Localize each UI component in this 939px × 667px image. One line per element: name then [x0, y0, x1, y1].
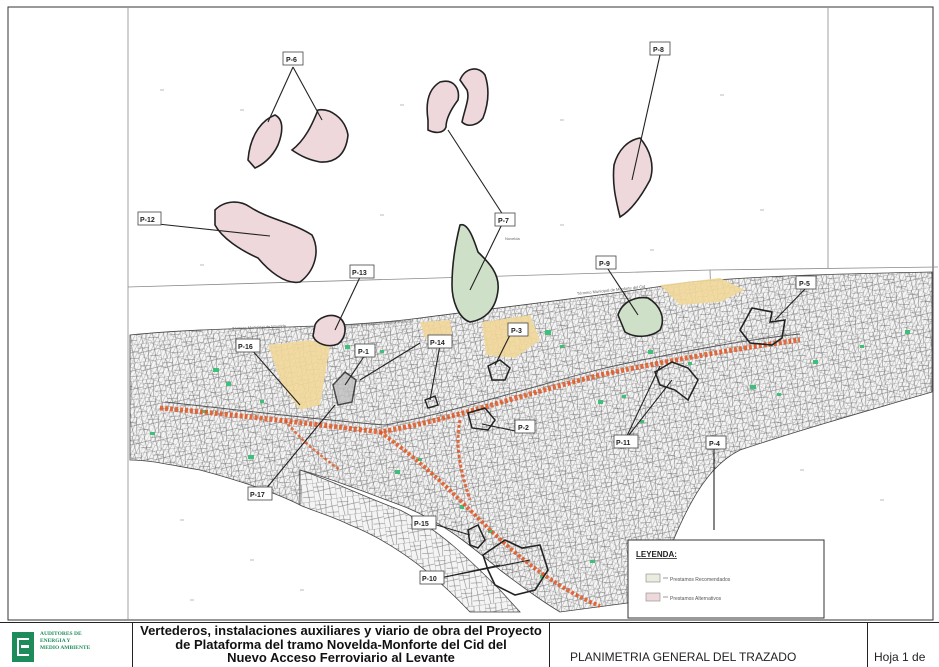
logo-icon [12, 632, 34, 662]
label-p17: P-17 [250, 492, 265, 499]
label-p14: P-14 [430, 340, 445, 347]
sheet-number: Hoja 1 de [874, 650, 926, 664]
svg-text:Novelda: Novelda [505, 236, 520, 241]
label-p11: P-11 [616, 440, 631, 447]
label-p10: P-10 [422, 576, 437, 583]
railway-route [159, 333, 801, 608]
borrow-pits [214, 68, 786, 596]
label-p3: P-3 [511, 328, 522, 335]
pit-p15 [467, 523, 486, 549]
pit-p7-north [426, 68, 489, 134]
pit-p6-east [290, 109, 349, 163]
label-p5: P-5 [799, 281, 810, 288]
pit-labels: P-6 P-8 P-7 P-12 P-13 P-9 P-5 P-16 P-1 P… [137, 41, 817, 585]
svg-text:Término Municipal de Novelda: Término Municipal de Novelda [232, 323, 287, 331]
plan-title-cell: PLANIMETRIA GENERAL DEL TRAZADO [550, 623, 868, 667]
title-block: AUDITORES DE ENERGIA Y MEDIO AMBIENTE Ve… [0, 622, 939, 667]
project-title-line1: Vertederos, instalaciones auxiliares y v… [140, 623, 542, 638]
pit-p6-west [247, 114, 283, 169]
label-p2: P-2 [518, 425, 529, 432]
pit-p13 [312, 314, 346, 347]
label-p13: P-13 [352, 270, 367, 277]
label-p9: P-9 [599, 261, 610, 268]
label-p6: P-6 [286, 57, 297, 64]
label-p1: P-1 [358, 349, 369, 356]
label-p15: P-15 [414, 521, 429, 528]
label-p7: P-7 [498, 218, 509, 225]
pit-p9 [617, 296, 664, 338]
pit-p11 [654, 361, 699, 402]
pit-p7-south [451, 224, 499, 323]
pit-p1 [332, 371, 357, 406]
legend-swatch-alternative [645, 592, 661, 602]
cadastral-area [129, 271, 933, 613]
logo-text: AUDITORES DE ENERGIA Y MEDIO AMBIENTE [40, 631, 91, 651]
vegetation [150, 330, 910, 578]
pit-p14 [424, 395, 439, 409]
label-p8: P-8 [653, 47, 664, 54]
label-p4: P-4 [709, 441, 720, 448]
pit-p3 [487, 359, 511, 381]
project-title-line2: de Plataforma del tramo Novelda-Monforte… [175, 636, 507, 652]
legend-swatch-recommended [645, 573, 661, 583]
sheet-number-cell: Hoja 1 de [868, 623, 939, 667]
legend-item-recommended: Prestamos Recomendados [670, 577, 731, 583]
pit-p5 [739, 307, 786, 346]
pit-p10 [482, 539, 549, 596]
legend-item-alternative: Prestamos Alternativos [670, 596, 722, 602]
label-p16: P-16 [238, 344, 253, 351]
project-title: Vertederos, instalaciones auxiliares y v… [133, 623, 550, 667]
leader-lines [157, 54, 807, 579]
project-title-line3: Nuevo Acceso Ferroviario al Levante [227, 650, 455, 665]
label-p12: P-12 [140, 217, 155, 224]
svg-text:Término Municipal de Monforte: Término Municipal de Monforte del Cid [345, 318, 414, 328]
legend-title: LEYENDA: [636, 550, 677, 559]
legend: LEYENDA: Prestamos Recomendados Prestamo… [627, 539, 825, 619]
pit-p2 [467, 407, 496, 431]
pit-p12 [214, 201, 317, 284]
company-logo: AUDITORES DE ENERGIA Y MEDIO AMBIENTE [0, 623, 133, 667]
plan-title: PLANIMETRIA GENERAL DEL TRAZADO [570, 650, 797, 664]
